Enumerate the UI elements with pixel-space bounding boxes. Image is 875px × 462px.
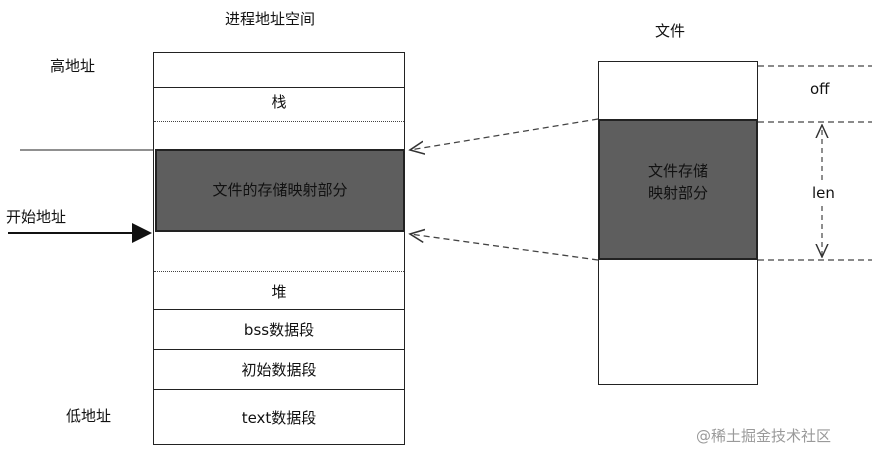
process-address-space-box: 栈 堆 bss数据段 初始数据段 text数据段 xyxy=(153,52,405,445)
segment-divider xyxy=(154,349,404,350)
stack-segment-label: 栈 xyxy=(271,93,287,111)
len-label: len xyxy=(810,184,837,202)
process-mapped-region-label: 文件的存储映射部分 xyxy=(212,181,348,199)
file-title: 文件 xyxy=(655,22,686,40)
high-address-label: 高地址 xyxy=(50,57,96,75)
segment-divider xyxy=(154,389,404,390)
bss-segment-label: bss数据段 xyxy=(243,321,315,339)
file-mapped-label-line1: 文件存储 xyxy=(647,162,708,180)
data-segment-label: 初始数据段 xyxy=(241,361,317,379)
off-label: off xyxy=(810,80,830,98)
mapping-arrow-top xyxy=(410,118,599,150)
low-address-label: 低地址 xyxy=(66,407,112,425)
heap-segment-label: 堆 xyxy=(271,283,287,301)
process-address-space-title: 进程地址空间 xyxy=(225,10,316,28)
process-mapped-region xyxy=(155,149,405,232)
start-address-label: 开始地址 xyxy=(6,208,67,226)
mapping-arrow-bottom xyxy=(410,234,599,261)
segment-divider xyxy=(154,87,404,88)
segment-divider-dotted xyxy=(154,271,404,272)
file-mapped-region xyxy=(598,119,758,260)
segment-divider-dotted xyxy=(154,121,404,122)
text-segment-label: text数据段 xyxy=(241,409,317,427)
watermark-text: @稀土掘金技术社区 xyxy=(696,427,832,445)
segment-divider xyxy=(154,309,404,310)
file-mapped-label-line2: 映射部分 xyxy=(647,184,708,202)
